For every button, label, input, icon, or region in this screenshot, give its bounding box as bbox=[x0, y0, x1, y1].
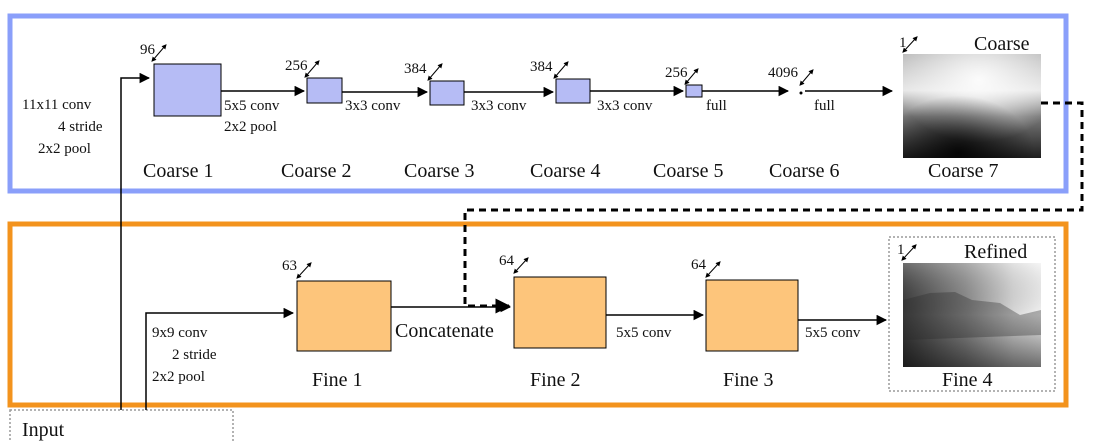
coarse-op-2: 3x3 conv bbox=[345, 98, 401, 114]
coarse-1-name: Coarse 1 bbox=[143, 160, 214, 182]
coarse-input-op-3: 2x2 pool bbox=[38, 141, 91, 157]
coarse-1-channels: 96 bbox=[140, 42, 156, 58]
fine-4-name: Fine 4 bbox=[942, 369, 993, 391]
coarse-4-name: Coarse 4 bbox=[530, 160, 601, 182]
input-label: Input bbox=[22, 419, 65, 441]
fine-1-channels: 63 bbox=[282, 258, 297, 274]
coarse-op-1a: 5x5 conv bbox=[224, 98, 280, 114]
coarse-3-channels: 384 bbox=[404, 61, 427, 77]
coarse-7-name: Coarse 7 bbox=[928, 160, 999, 182]
coarse-1-box bbox=[153, 63, 222, 117]
coarse-op-1b: 2x2 pool bbox=[224, 119, 277, 135]
coarse-6-name: Coarse 6 bbox=[769, 160, 840, 182]
coarse-op-5: full bbox=[706, 98, 727, 114]
input-to-fine-arrow bbox=[145, 307, 295, 410]
coarse-3-name: Coarse 3 bbox=[404, 160, 475, 182]
fine-2-channels: 64 bbox=[499, 253, 515, 269]
fine-op-3: 5x5 conv bbox=[805, 325, 861, 341]
fine-op-1: Concatenate bbox=[395, 320, 494, 342]
fine-2-box bbox=[513, 276, 607, 349]
fine-3-box bbox=[705, 279, 799, 352]
fine-1-channel-arrow bbox=[296, 262, 312, 279]
coarse-6-dot bbox=[799, 91, 803, 95]
fine-input-op-1: 9x9 conv bbox=[152, 325, 208, 341]
input-box bbox=[9, 409, 234, 441]
fine-3-channel-arrow bbox=[705, 261, 721, 278]
coarse-2-channel-arrow bbox=[304, 60, 320, 78]
coarse-op-3: 3x3 conv bbox=[471, 98, 527, 114]
coarse-5-box bbox=[685, 84, 703, 98]
coarse-2-box bbox=[306, 77, 343, 104]
fine-4-channel-arrow bbox=[901, 244, 917, 261]
fine-output-map bbox=[903, 263, 1041, 367]
coarse-3-box bbox=[429, 80, 465, 106]
coarse-3-channel-arrow bbox=[427, 63, 443, 81]
coarse-2-name: Coarse 2 bbox=[281, 160, 352, 182]
coarse-to-fine-dashed-arrow bbox=[463, 101, 1084, 314]
coarse-op-4: 3x3 conv bbox=[597, 98, 653, 114]
fine-3-channels: 64 bbox=[691, 257, 707, 273]
coarse-1-channel-arrow bbox=[151, 44, 167, 62]
fine-op-2: 5x5 conv bbox=[616, 325, 672, 341]
coarse-input-op-1: 11x11 conv bbox=[22, 97, 92, 113]
coarse-op-6: full bbox=[814, 98, 835, 114]
coarse-output-title: Coarse bbox=[974, 33, 1030, 55]
fine-1-box bbox=[296, 280, 392, 352]
fine-input-op-3: 2x2 pool bbox=[152, 369, 205, 385]
coarse-2-channels: 256 bbox=[285, 58, 308, 74]
coarse-6-channel-arrow bbox=[799, 69, 814, 86]
coarse-6-channels: 4096 bbox=[768, 65, 799, 81]
fine-3-name: Fine 3 bbox=[723, 369, 774, 391]
coarse-output-map bbox=[903, 54, 1041, 158]
fine-4-channels: 1 bbox=[897, 242, 905, 258]
coarse-7-channel-arrow bbox=[902, 36, 918, 53]
coarse-5-channel-arrow bbox=[684, 68, 699, 85]
coarse-7-channels: 1 bbox=[899, 35, 907, 51]
fine-1-name: Fine 1 bbox=[312, 369, 363, 391]
fine-output-title: Refined bbox=[964, 241, 1027, 263]
coarse-4-box bbox=[555, 78, 591, 104]
fine-2-channel-arrow bbox=[513, 257, 529, 274]
fine-2-name: Fine 2 bbox=[530, 369, 581, 391]
coarse-4-channel-arrow bbox=[553, 61, 569, 79]
coarse-input-op-2: 4 stride bbox=[58, 119, 103, 135]
input-to-coarse-arrow bbox=[120, 72, 151, 410]
coarse-4-channels: 384 bbox=[530, 59, 553, 75]
fine-network-panel bbox=[7, 221, 1069, 408]
fine-input-op-2: 2 stride bbox=[172, 347, 217, 363]
coarse-5-channels: 256 bbox=[665, 65, 688, 81]
coarse-5-name: Coarse 5 bbox=[653, 160, 724, 182]
